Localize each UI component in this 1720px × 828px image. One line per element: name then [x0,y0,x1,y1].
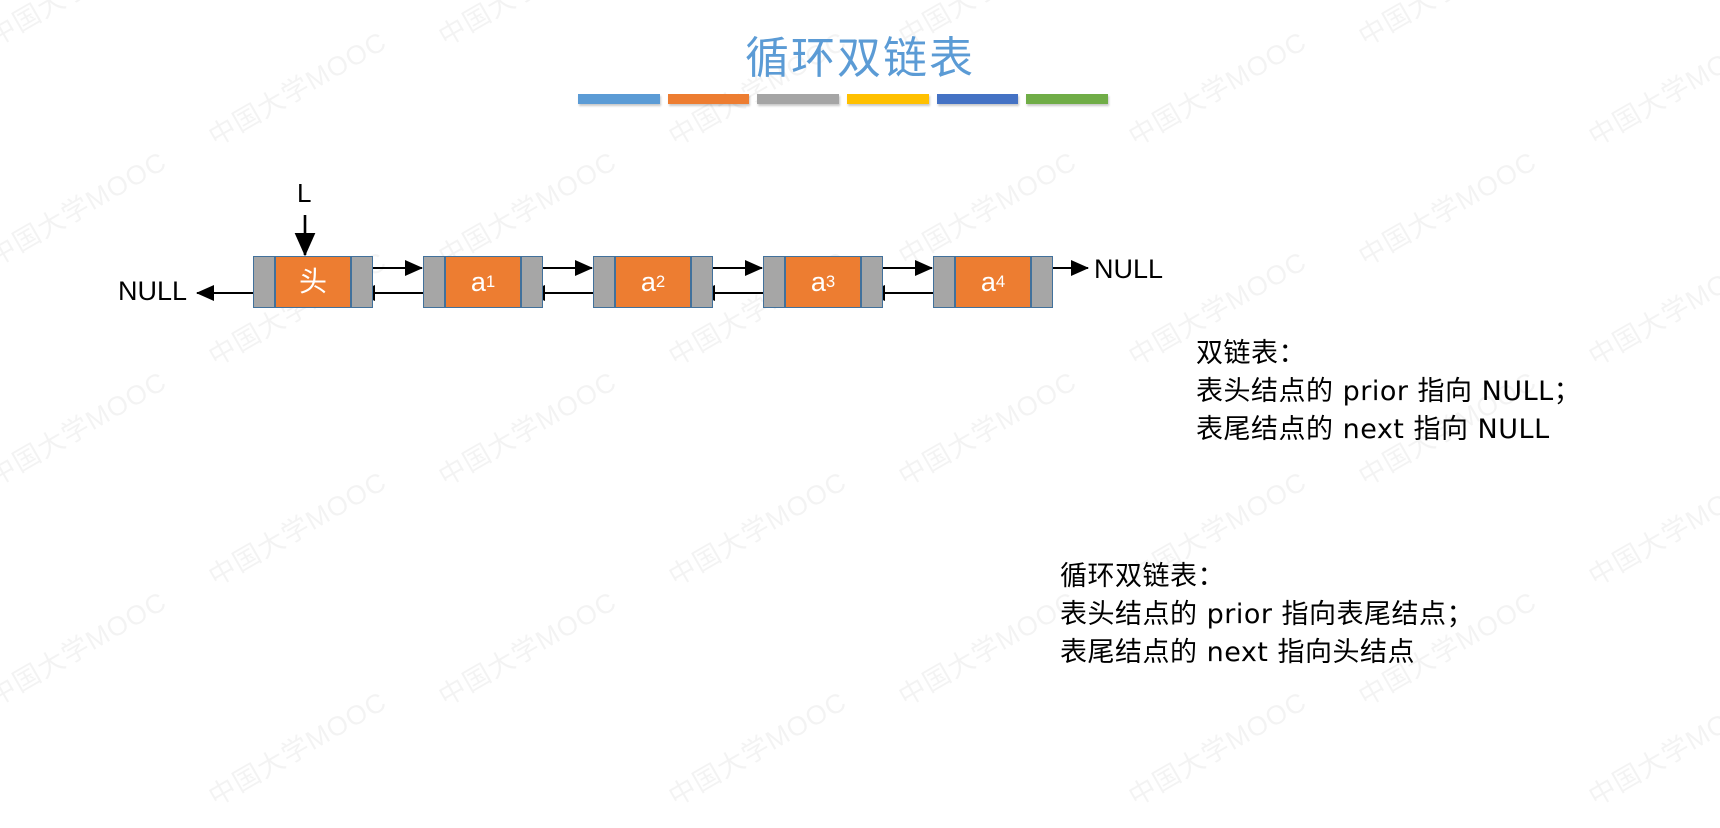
color-bar-6 [1026,94,1109,104]
node-next-cell[interactable] [691,256,713,308]
node-prior-cell[interactable] [763,256,785,308]
node-next-cell[interactable] [521,256,543,308]
note-doubly-linked-list: 双链表： 表头结点的 prior 指向 NULL； 表尾结点的 next 指向 … [1196,335,1581,449]
node-next-cell[interactable] [1031,256,1053,308]
title-color-bars [578,94,1109,106]
color-bar-1 [578,94,660,104]
note-top-line-2: 表头结点的 prior 指向 NULL； [1196,376,1582,407]
note-circular-doubly-linked-list: 循环双链表： 表头结点的 prior 指向表尾结点； 表尾结点的 next 指向… [1060,558,1474,672]
color-bar-5 [936,94,1019,104]
node-data-cell: 头 [275,256,351,308]
node-next-cell[interactable] [861,256,883,308]
page-title: 循环双链表 [745,34,975,83]
note-bottom-line-1: 循环双链表： [1060,561,1225,592]
color-bar-3 [757,94,840,104]
node-next-cell[interactable] [351,256,373,308]
note-bottom-line-2: 表头结点的 prior 指向表尾结点； [1060,599,1475,630]
note-top-line-3: 表尾结点的 next 指向 NULL [1196,414,1550,445]
node-prior-cell[interactable] [933,256,955,308]
list-node[interactable]: 头 [253,256,373,308]
node-prior-cell[interactable] [593,256,615,308]
note-top-line-1: 双链表： [1196,338,1306,369]
node-prior-cell[interactable] [423,256,445,308]
null-label-right-top: NULL [1094,254,1164,284]
color-bar-2 [667,94,750,104]
null-label-left-top: NULL [118,276,188,306]
color-bar-4 [847,94,929,104]
node-prior-cell[interactable] [253,256,275,308]
note-bottom-line-3: 表尾结点的 next 指向头结点 [1060,637,1415,668]
pointer-label-L-top: L [297,178,312,208]
